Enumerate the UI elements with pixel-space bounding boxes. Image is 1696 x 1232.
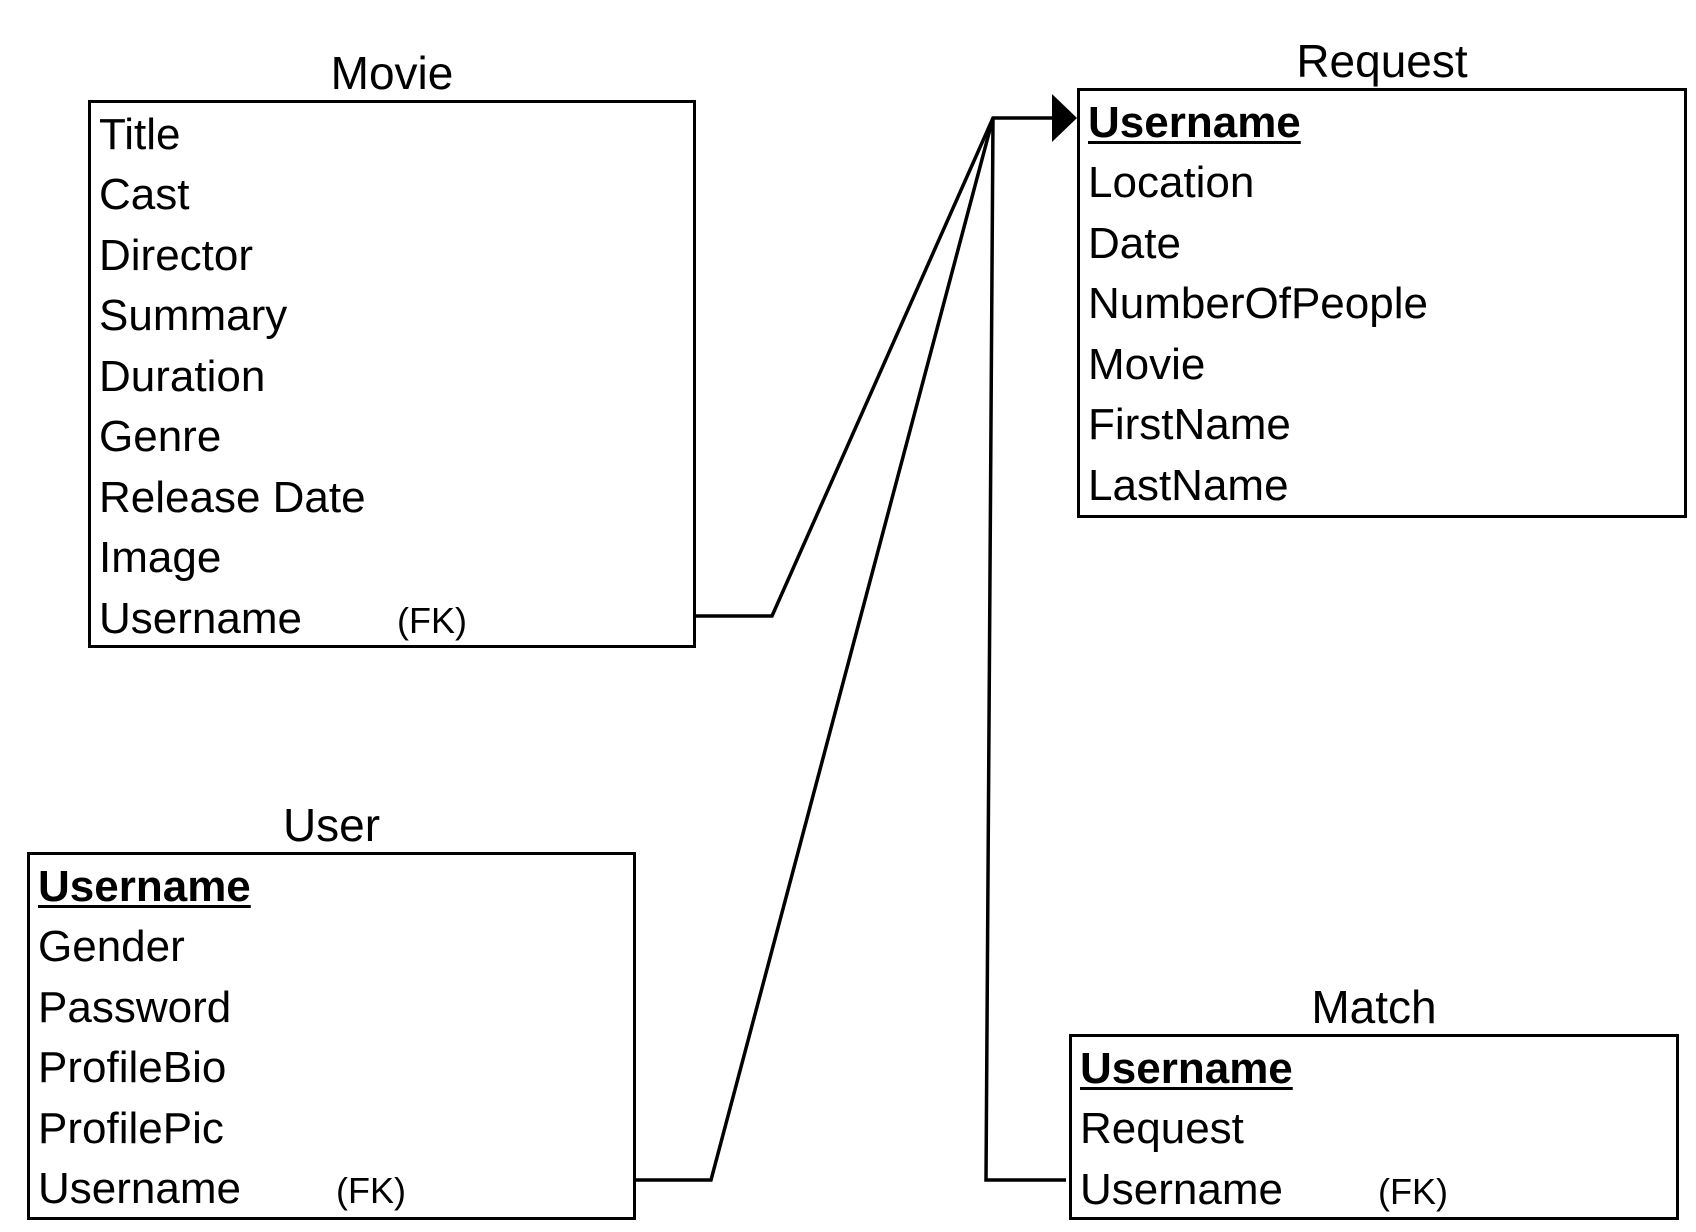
entity-movie: Movie Title Cast Director Summary Durati… — [88, 48, 696, 648]
entity-box-user: Username Gender Password ProfileBio Prof… — [27, 852, 636, 1220]
attribute-title: Title — [99, 110, 181, 159]
attribute-profile-pic: ProfilePic — [38, 1104, 224, 1153]
arrowhead-icon — [1052, 94, 1077, 142]
attribute-release-date: Release Date — [99, 473, 366, 522]
fk-label: (FK) — [336, 1170, 406, 1211]
entity-box-request: Username Location Date NumberOfPeople Mo… — [1077, 88, 1687, 518]
attribute-date: Date — [1088, 219, 1181, 268]
attribute-duration: Duration — [99, 352, 266, 401]
connector-match-to-request — [984, 117, 1066, 1182]
entity-title-request: Request — [1296, 35, 1468, 87]
entity-title-movie: Movie — [330, 47, 454, 99]
connector-movie-to-request — [694, 116, 1060, 618]
attribute-username-pk: Username — [38, 862, 251, 911]
attribute-username-pk: Username — [1088, 98, 1301, 147]
attribute-username-fk: Username — [99, 594, 302, 643]
entity-box-movie: Title Cast Director Summary Duration Gen… — [88, 100, 696, 648]
attribute-movie: Movie — [1088, 340, 1206, 389]
entity-request: Request Username Location Date NumberOfP… — [1077, 36, 1687, 518]
entity-match: Match Username Request Username (FK) — [1069, 982, 1679, 1220]
fk-label: (FK) — [1378, 1171, 1448, 1212]
attribute-number-of-people: NumberOfPeople — [1088, 279, 1428, 328]
attribute-profile-bio: ProfileBio — [38, 1043, 227, 1092]
attribute-director: Director — [99, 231, 254, 280]
attribute-image: Image — [99, 533, 222, 582]
attribute-first-name: FirstName — [1088, 400, 1291, 449]
attribute-password: Password — [38, 983, 232, 1032]
attribute-username-fk: Username — [38, 1164, 241, 1213]
attribute-genre: Genre — [99, 412, 222, 461]
attribute-username-pk: Username — [1080, 1044, 1293, 1093]
attribute-last-name: LastName — [1088, 461, 1289, 510]
entity-box-match: Username Request Username (FK) — [1069, 1034, 1679, 1220]
connector-user-to-request — [633, 117, 995, 1182]
entity-title-user: User — [282, 799, 381, 851]
attribute-username-fk: Username — [1080, 1165, 1283, 1214]
fk-label: (FK) — [397, 600, 467, 641]
attribute-cast: Cast — [99, 170, 190, 219]
attribute-location: Location — [1088, 158, 1255, 207]
attribute-request: Request — [1080, 1104, 1244, 1153]
attribute-gender: Gender — [38, 922, 185, 971]
entity-user: User Username Gender Password ProfileBio… — [27, 800, 636, 1220]
entity-title-match: Match — [1311, 981, 1437, 1033]
attribute-summary: Summary — [99, 291, 288, 340]
